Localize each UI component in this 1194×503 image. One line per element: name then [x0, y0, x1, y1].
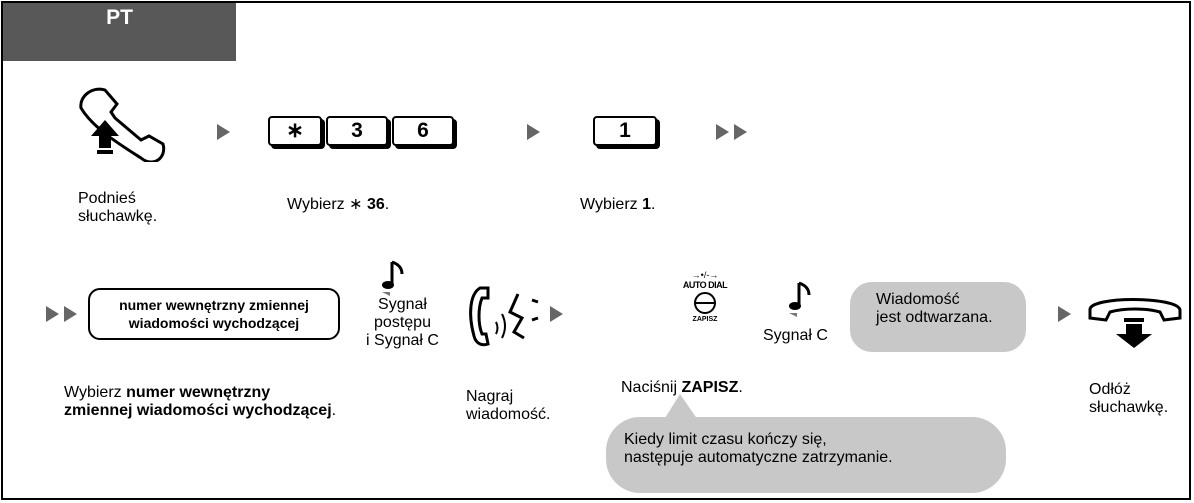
- double-arrow-part2: [64, 306, 77, 322]
- step-hang-up: Odłóż słuchawkę.: [1089, 381, 1169, 416]
- key-1: 1: [593, 116, 657, 146]
- double-arrow-part1: [716, 124, 729, 140]
- zapisz-label: ZAPISZ: [692, 316, 718, 323]
- step-press-zapisz: Naciśnij ZAPISZ.: [621, 379, 743, 396]
- double-arrow-part2: [734, 124, 747, 140]
- autodial-label: AUTO DIAL: [682, 280, 728, 290]
- extension-number-pill: numer wewnętrzny zmiennej wiadomości wyc…: [88, 288, 340, 340]
- next-arrow: [217, 124, 230, 140]
- autodial-arrow-label: →•/-→: [691, 270, 719, 280]
- step-record-message: Nagraj wiadomość.: [466, 388, 551, 423]
- off-hook-handset-icon: [79, 87, 166, 162]
- pt-title: PT: [3, 3, 236, 33]
- playback-bubble: Wiadomość jest odtwarzana.: [850, 282, 1026, 352]
- autodial-button-icon: [694, 292, 716, 314]
- music-note-icon: [382, 260, 404, 296]
- key-star: ∗: [268, 116, 322, 146]
- key-3: 3: [326, 116, 388, 146]
- autodial-zapisz-button: →•/-→ AUTO DIAL ZAPISZ: [682, 270, 728, 325]
- double-arrow-part1: [46, 306, 59, 322]
- step-dial-1: Wybierz 1.: [580, 196, 656, 213]
- tone-c-label: Sygnał C: [763, 327, 828, 344]
- pt-header-bar: PT: [3, 3, 236, 61]
- next-arrow: [550, 306, 563, 322]
- time-limit-note-bubble: Kiedy limit czasu kończy się, następuje …: [606, 417, 1006, 493]
- music-note-icon: [789, 281, 811, 317]
- next-arrow: [527, 124, 540, 140]
- tone-progress-and-c: Sygnał postępu i Sygnał C: [366, 296, 439, 349]
- step-dial-star36: Wybierz ∗ 36.: [287, 196, 390, 213]
- next-arrow: [1058, 306, 1071, 322]
- step-lift-handset: Podnieś słuchawkę.: [78, 190, 158, 225]
- speaking-into-handset-icon: [469, 286, 539, 347]
- on-hook-handset-icon: [1088, 298, 1182, 348]
- step-dial-extension: Wybierz numer wewnętrzny zmiennej wiadom…: [64, 384, 337, 419]
- key-6: 6: [392, 116, 454, 146]
